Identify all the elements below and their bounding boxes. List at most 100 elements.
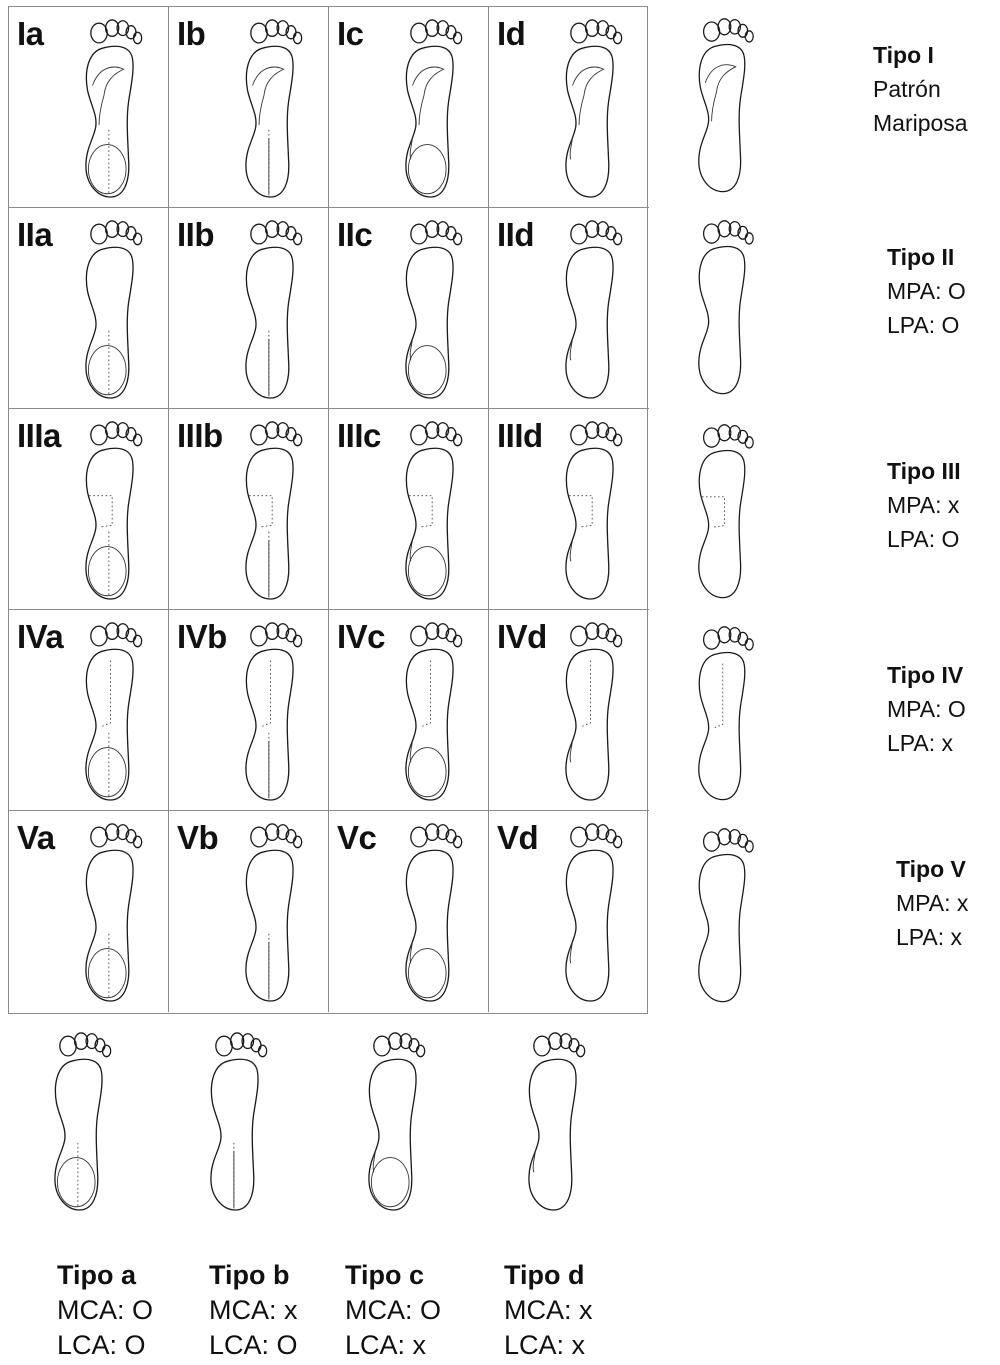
cell-code: Ib: [177, 17, 205, 50]
cell-code: IId: [497, 218, 534, 251]
row-type-title: Tipo II: [887, 240, 1000, 274]
foot-illustration-col-b: [206, 1028, 272, 1215]
col-type-line2: LCA: O: [57, 1328, 153, 1363]
cell-code: IIIc: [337, 419, 381, 452]
row-type-label-I: Tipo I Patrón Mariposa: [873, 38, 993, 140]
foot-illustration-iiib: [241, 417, 307, 604]
grid-cell-IIa: IIa: [9, 208, 169, 409]
foot-illustration-id: [561, 15, 627, 202]
col-type-line1: MCA: O: [57, 1293, 153, 1328]
col-type-title: Tipo d: [504, 1258, 593, 1293]
col-type-line1: MCA: O: [345, 1293, 441, 1328]
foot-illustration-iiia: [81, 417, 147, 604]
cell-code: IIIb: [177, 419, 223, 452]
grid-cell-Vd: Vd: [489, 811, 649, 1012]
row-type-title: Tipo III: [887, 454, 1000, 488]
foot-illustration-iib: [241, 216, 307, 403]
grid-cell-Ib: Ib: [169, 7, 329, 208]
row-type-label-II: Tipo II MPA: O LPA: O: [887, 240, 1000, 342]
grid-cell-Ia: Ia: [9, 7, 169, 208]
row-type-label-III: Tipo III MPA: x LPA: O: [887, 454, 1000, 556]
col-type-line2: LCA: x: [504, 1328, 593, 1363]
grid-cell-IIb: IIb: [169, 208, 329, 409]
grid-cell-IVa: IVa: [9, 610, 169, 811]
cell-code: IIIa: [17, 419, 61, 452]
col-type-line2: LCA: x: [345, 1328, 441, 1363]
foot-illustration-iid: [561, 216, 627, 403]
foot-illustration-col-d: [524, 1028, 590, 1215]
foot-illustration-type-3: [694, 420, 758, 602]
foot-illustration-col-a: [50, 1028, 116, 1215]
cell-code: Ic: [337, 17, 364, 50]
col-type-title: Tipo a: [57, 1258, 153, 1293]
cell-code: IIa: [17, 218, 52, 251]
foot-illustration-iiid: [561, 417, 627, 604]
foot-illustration-col-c: [364, 1028, 430, 1215]
grid-cell-IIc: IIc: [329, 208, 489, 409]
grid-cell-IVc: IVc: [329, 610, 489, 811]
row-type-line1: MPA: x: [896, 886, 1000, 920]
grid-cell-IIIa: IIIa: [9, 409, 169, 610]
row-type-label-IV: Tipo IV MPA: O LPA: x: [887, 658, 1000, 760]
cell-code: IVa: [17, 620, 63, 653]
cell-code: IIc: [337, 218, 372, 251]
foot-illustration-type-5: [694, 824, 758, 1006]
foot-illustration-ia: [81, 15, 147, 202]
foot-illustration-vc: [401, 819, 467, 1006]
col-type-label-c: Tipo c MCA: O LCA: x: [345, 1258, 441, 1363]
foot-illustration-iia: [81, 216, 147, 403]
cell-code: Vb: [177, 821, 218, 854]
foot-illustration-vd: [561, 819, 627, 1006]
foot-illustration-ib: [241, 15, 307, 202]
grid-cell-IVd: IVd: [489, 610, 649, 811]
row-type-line2: LPA: x: [896, 920, 1000, 954]
row-type-title: Tipo V: [896, 852, 1000, 886]
foot-illustration-ivd: [561, 618, 627, 805]
row-type-line2: LPA: x: [887, 726, 1000, 760]
cell-code: IVd: [497, 620, 547, 653]
cell-code: Vd: [497, 821, 538, 854]
cell-code: IIId: [497, 419, 543, 452]
foot-illustration-iva: [81, 618, 147, 805]
grid-cell-IIIb: IIIb: [169, 409, 329, 610]
foot-illustration-ivc: [401, 618, 467, 805]
col-type-line1: MCA: x: [504, 1293, 593, 1328]
row-type-line2: Mariposa: [873, 106, 993, 140]
foot-illustration-ivb: [241, 618, 307, 805]
foot-pattern-grid: Ia Ib Ic Id IIa IIb IIc IId IIIa IIIb II…: [8, 6, 648, 1014]
grid-cell-IIId: IIId: [489, 409, 649, 610]
foot-illustration-type-1: [694, 14, 758, 196]
col-type-title: Tipo c: [345, 1258, 441, 1293]
col-type-line1: MCA: x: [209, 1293, 298, 1328]
grid-cell-Id: Id: [489, 7, 649, 208]
col-type-label-d: Tipo d MCA: x LCA: x: [504, 1258, 593, 1363]
foot-illustration-iic: [401, 216, 467, 403]
grid-cell-IVb: IVb: [169, 610, 329, 811]
grid-cell-Vc: Vc: [329, 811, 489, 1012]
cell-code: Va: [17, 821, 55, 854]
grid-cell-IId: IId: [489, 208, 649, 409]
foot-illustration-type-2: [694, 216, 758, 398]
row-type-title: Tipo I: [873, 38, 993, 72]
col-type-line2: LCA: O: [209, 1328, 298, 1363]
foot-illustration-va: [81, 819, 147, 1006]
foot-illustration-iiic: [401, 417, 467, 604]
row-type-label-V: Tipo V MPA: x LPA: x: [896, 852, 1000, 954]
grid-cell-Vb: Vb: [169, 811, 329, 1012]
cell-code: IIb: [177, 218, 214, 251]
foot-illustration-ic: [401, 15, 467, 202]
foot-illustration-type-4: [694, 622, 758, 804]
col-type-label-b: Tipo b MCA: x LCA: O: [209, 1258, 298, 1363]
row-type-line1: MPA: O: [887, 274, 1000, 308]
cell-code: IVc: [337, 620, 385, 653]
grid-cell-IIIc: IIIc: [329, 409, 489, 610]
grid-cell-Ic: Ic: [329, 7, 489, 208]
row-type-line1: MPA: O: [887, 692, 1000, 726]
cell-code: Ia: [17, 17, 44, 50]
cell-code: Id: [497, 17, 525, 50]
cell-code: Vc: [337, 821, 376, 854]
foot-illustration-vb: [241, 819, 307, 1006]
row-type-line1: MPA: x: [887, 488, 1000, 522]
col-type-label-a: Tipo a MCA: O LCA: O: [57, 1258, 153, 1363]
col-type-title: Tipo b: [209, 1258, 298, 1293]
